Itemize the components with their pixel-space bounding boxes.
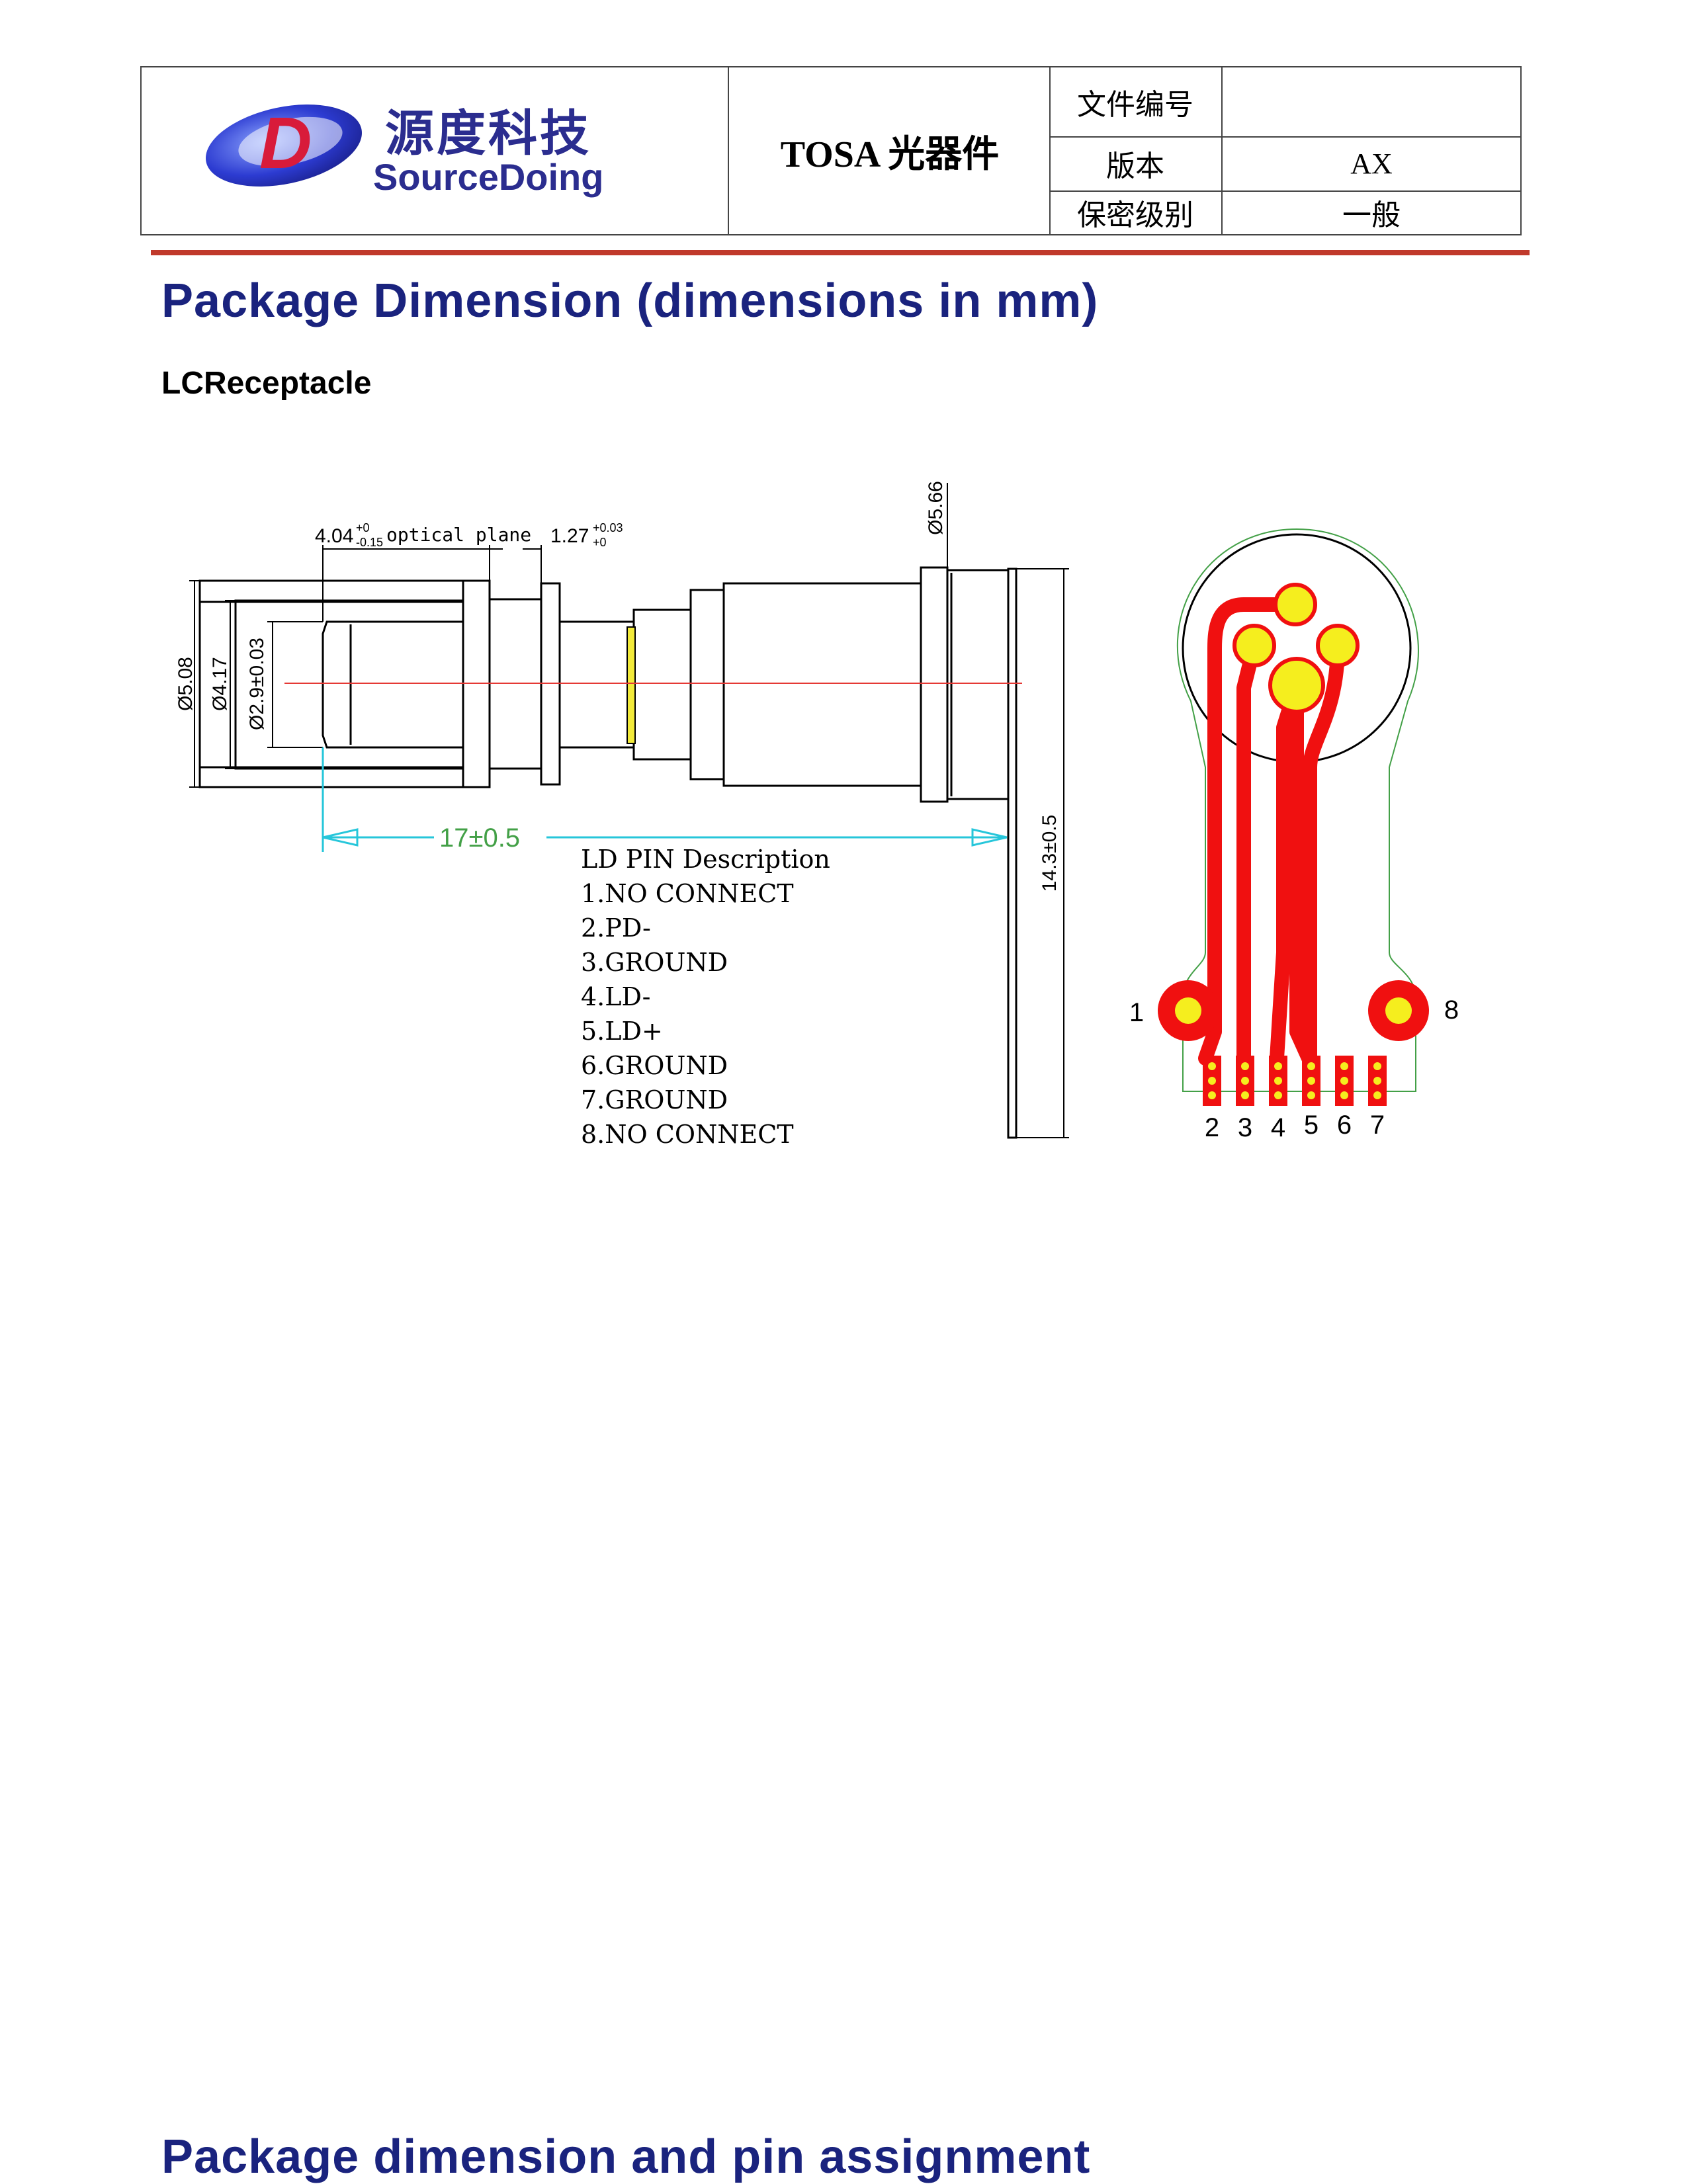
pin-desc-4: 4.LD- xyxy=(581,982,651,1011)
dim-404-tol-minus: -0.15 xyxy=(356,536,383,549)
section-title-package-dimension: Package Dimension (dimensions in mm) xyxy=(161,274,1099,327)
company-logo: D 源度科技 SourceDoing xyxy=(142,67,729,234)
meta-label-doc-number: 文件编号 xyxy=(1077,89,1193,121)
pin-desc-1: 1.NO CONNECT xyxy=(581,879,794,908)
pin-desc-2: 2.PD- xyxy=(581,913,651,943)
bottom-fingers xyxy=(1203,1056,1387,1106)
length-17-dim xyxy=(322,747,1008,852)
meta-label-version: 版本 xyxy=(1106,150,1164,183)
pin-number-1: 1 xyxy=(1129,998,1144,1027)
dim-404: 4.04 xyxy=(315,525,353,547)
company-name-cn: 源度科技 xyxy=(385,105,591,162)
pin-number-8: 8 xyxy=(1444,995,1459,1025)
dim-d508: Ø5.08 xyxy=(175,657,196,711)
pin-desc-6: 6.GROUND xyxy=(581,1051,728,1080)
company-name-en: SourceDoing xyxy=(373,156,603,198)
pin-desc-8: 8.NO CONNECT xyxy=(581,1120,794,1149)
meta-value-version: AX xyxy=(1350,147,1393,180)
dim-127: 1.27 xyxy=(550,525,589,547)
header-table: D 源度科技 SourceDoing TOSA 光器件 文件编号 版本 AX 保… xyxy=(140,66,1522,235)
dim-17: 17±0.5 xyxy=(439,823,520,853)
meta-label-security: 保密级别 xyxy=(1077,199,1193,231)
pin-number-3: 3 xyxy=(1238,1113,1252,1142)
dim-127-tol-plus: +0.03 xyxy=(593,521,623,534)
logo-mark: D xyxy=(259,103,312,184)
diameter-dim-lines xyxy=(189,580,323,788)
section-title-pin-assignment: Package dimension and pin assignment xyxy=(161,2130,1091,2183)
header-divider xyxy=(151,250,1530,255)
pin-number-2: 2 xyxy=(1205,1113,1219,1142)
pin-desc-5: 5.LD+ xyxy=(581,1017,663,1046)
section-subtitle: LCReceptacle xyxy=(161,366,372,401)
pin-number-5: 5 xyxy=(1304,1111,1319,1140)
dim-127-tol-minus: +0 xyxy=(593,536,607,549)
document-title: TOSA 光器件 xyxy=(780,134,1000,175)
optical-plane-label: optical plane xyxy=(386,524,531,546)
pin-description: LD PIN Description 1.NO CONNECT 2.PD- 3.… xyxy=(581,845,830,1149)
dim-404-tol-plus: +0 xyxy=(356,521,370,534)
pin-desc-7: 7.GROUND xyxy=(581,1085,728,1114)
pin-number-4: 4 xyxy=(1271,1113,1285,1142)
pin-description-title: LD PIN Description xyxy=(581,845,830,874)
flex-pcb: 1 8 2 3 4 5 6 7 xyxy=(1129,528,1459,1142)
logo-graphic: D 源度科技 SourceDoing xyxy=(206,103,603,198)
pin-number-7: 7 xyxy=(1370,1111,1385,1140)
dim-d29: Ø2.9±0.03 xyxy=(246,638,268,730)
dim-143: 14.3±0.5 xyxy=(1039,815,1060,892)
meta-value-security: 一般 xyxy=(1342,199,1401,231)
top-dim-lines xyxy=(322,483,1069,1138)
dim-d417: Ø4.17 xyxy=(209,657,231,711)
pin-desc-3: 3.GROUND xyxy=(581,948,728,977)
pin-number-6: 6 xyxy=(1337,1111,1352,1140)
dim-d566: Ø5.66 xyxy=(925,481,947,535)
lens xyxy=(627,626,636,744)
